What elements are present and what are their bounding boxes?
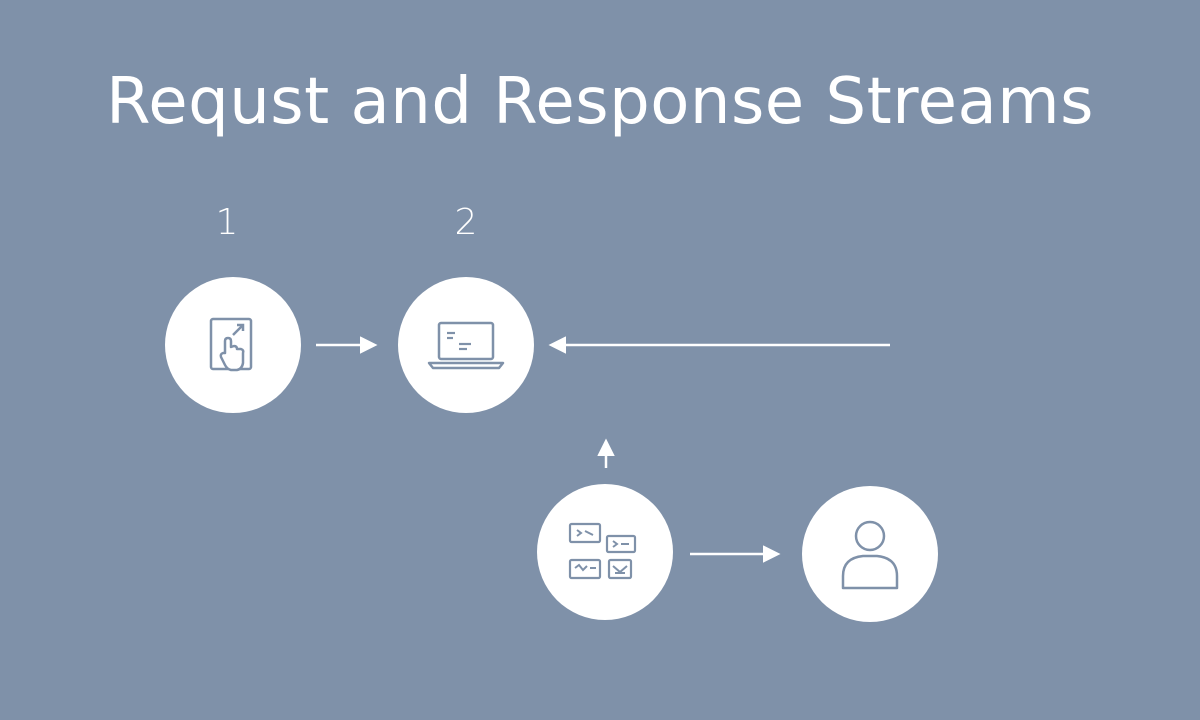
streams-node [537, 484, 673, 620]
user-icon [841, 520, 899, 590]
user-node [802, 486, 938, 622]
diagram-title: Requst and Response Streams [106, 65, 1094, 139]
server-node [398, 277, 534, 413]
touch-screen-icon [209, 317, 253, 372]
step-number-2: 2 [454, 202, 478, 243]
laptop-icon [427, 321, 505, 370]
request-node [165, 277, 301, 413]
video-frames-icon [568, 522, 637, 580]
step-number-1: 1 [215, 202, 239, 243]
